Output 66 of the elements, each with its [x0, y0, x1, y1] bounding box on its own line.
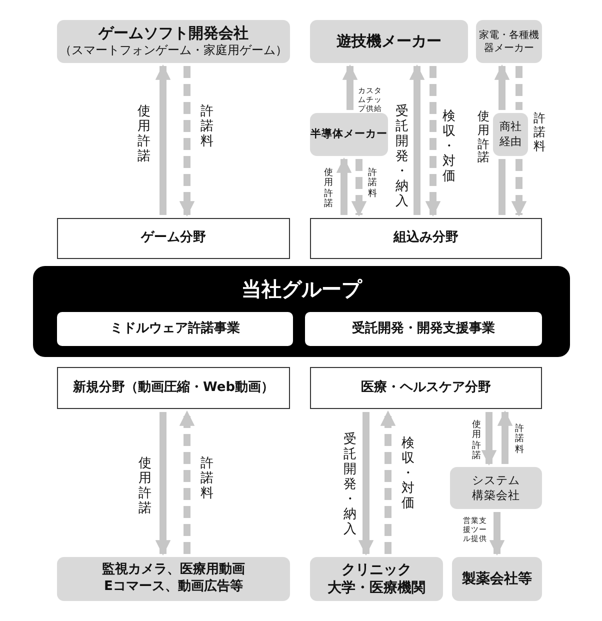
arrow [155, 412, 171, 556]
node-label: ゲーム分野 [141, 230, 206, 247]
company-box [310, 20, 468, 63]
arrow [155, 64, 171, 215]
arrow [497, 410, 513, 464]
arrow [380, 410, 396, 554]
node-label: 組込み分野 [394, 230, 458, 247]
business-box [305, 312, 542, 346]
node-label: 医療・ヘルスケア分野 [361, 380, 491, 396]
connector-line [498, 159, 506, 215]
node-label: 家電・各種機器メーカー [478, 28, 540, 54]
node-subtitle: （スマートフォンゲーム・家庭用ゲーム） [60, 43, 288, 60]
edge-label: 使用許諾 [472, 420, 482, 462]
edge-label: 許諾料 [200, 457, 214, 502]
edge-label: 検収・対価 [401, 437, 415, 512]
customer-box [452, 557, 542, 601]
arrow [179, 410, 195, 554]
field-box [57, 367, 290, 409]
field-box [57, 218, 290, 259]
node-label: クリニック [342, 560, 412, 579]
node-label: ゲームソフト開発会社 [98, 24, 248, 44]
edge-label: 使用許諾 [324, 168, 334, 210]
company-box [450, 467, 542, 509]
edge-label: 使用許諾 [477, 110, 490, 166]
company-box [476, 20, 542, 63]
company-box [57, 20, 290, 63]
edge-label: 受託開発・納入 [343, 433, 357, 538]
node-label: ミドルウェア許諾事業 [110, 320, 240, 338]
edge-label: 許諾料 [200, 105, 214, 150]
node-label: 半導体メーカー [310, 128, 388, 142]
node-label: 当社グループ [242, 276, 362, 302]
node-label: システム構築会社 [471, 473, 521, 503]
node-label: 製薬会社等 [462, 570, 532, 588]
arrow [425, 66, 441, 217]
field-box [310, 367, 542, 409]
connector-line [516, 66, 522, 110]
edge-label: 許諾料 [533, 112, 546, 154]
arrow [336, 157, 352, 215]
field-box [310, 218, 542, 259]
arrow [489, 512, 505, 556]
edge-label: 使用許諾 [138, 457, 152, 517]
arrow [358, 412, 374, 556]
arrow [481, 412, 497, 466]
company-box [310, 113, 388, 156]
arrow [179, 66, 195, 217]
node-label: 新規分野（動画圧縮・Web動画） [73, 380, 274, 396]
node-label: 監視カメラ、医療用動画 Eコマース、動画広告等 [101, 562, 246, 596]
edge-label: 許諾料 [515, 424, 524, 456]
node-label: 遊技機メーカー [336, 32, 442, 52]
arrow [351, 159, 367, 217]
node-subtitle: 大学・医療機関 [328, 579, 426, 598]
intermediary-box [493, 113, 528, 156]
arrow [409, 64, 425, 215]
edge-label: 許諾料 [368, 168, 378, 200]
customer-box [57, 557, 290, 601]
edge-label: 使用許諾 [137, 105, 151, 165]
edge-label: 検収・対価 [442, 110, 456, 185]
arrow [342, 64, 358, 110]
edge-label: 受託開発・納入 [395, 105, 409, 210]
node-label: 商社経由 [498, 120, 522, 149]
customer-box [310, 557, 443, 601]
business-box [57, 312, 293, 346]
arrow [511, 159, 527, 217]
group-panel [33, 266, 570, 357]
arrow [494, 64, 510, 110]
node-label: 受託開発・開発支援事業 [352, 320, 495, 338]
